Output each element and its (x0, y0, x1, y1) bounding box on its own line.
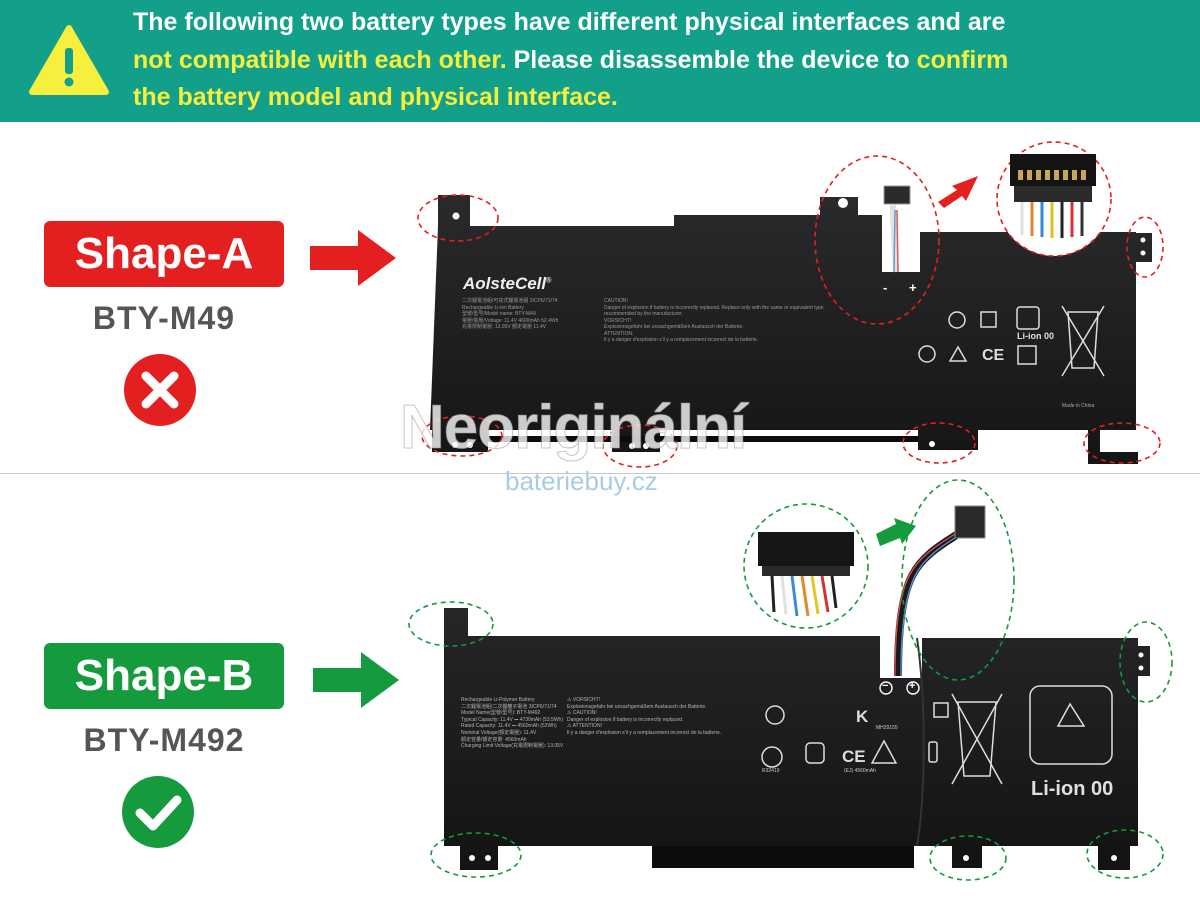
banner-line-2: not compatible with each other. Please d… (133, 42, 1173, 80)
compatible-check-icon (122, 776, 194, 848)
caution-line: Il y a danger d'explosion s'il y a rempl… (567, 729, 722, 736)
banner-line-1: The following two battery types have dif… (133, 8, 1006, 36)
section-divider (0, 473, 1200, 474)
li-ion-label: Li-ion 00 (1031, 778, 1114, 800)
spec-line: Typical Capacity: 11.4V ⎓ 4730mAh (53.5W… (461, 716, 564, 723)
svg-text:K: K (856, 707, 869, 726)
caution-line: CAUTION! (604, 298, 628, 304)
caution-line: ATTENTION: (604, 330, 634, 337)
spec-line: 二次鋰電池組/二次鋰離子電池 3ICP6/71/74 (461, 703, 557, 710)
caution-line: Danger of explosion if battery is incorr… (567, 716, 684, 723)
spec-line: 電壓/電壓/Voltage: 11.4V 4600mAh 52.4Wh (462, 317, 559, 324)
spec-line: Model Name(型號/型号): BTY-M492 (461, 710, 541, 717)
caution-line: ⚠ CAUTION! (567, 710, 597, 717)
spec-line: 額定容量/額定容量: 4560mAh (461, 736, 527, 743)
shape-b-label: Shape-B (44, 643, 284, 709)
warning-triangle-icon (29, 25, 109, 95)
terminal-positive: + (909, 280, 917, 295)
spec-line: Rechargeable Li-Polymer Battery (461, 697, 535, 703)
terminal-negative: − (882, 680, 889, 692)
banner-highlight-1: not compatible with each other. (133, 45, 507, 74)
shape-a-label: Shape-A (44, 221, 284, 287)
li-ion-label: Li-ion 00 (1017, 331, 1055, 341)
caution-line: Explosionsgefahr bei unsachgemäßem Austa… (604, 324, 744, 330)
incompatible-x-icon (124, 354, 196, 426)
spec-line: Charging Limit Voltage(充電限制電壓): 13.05V (461, 743, 564, 750)
spec-line: 二次鋰電池組/可充式鋰電池組 3ICP6/71/74 (462, 298, 558, 304)
registered-mark: ® (546, 277, 552, 285)
spec-line: 充電限制電壓: 13.05V 額定電壓 11.4V (462, 324, 547, 330)
caution-line: Explosionsgefahr bei unsachgemäßem Austa… (567, 703, 707, 710)
battery-a-caution-label: CAUTION! Danger of explosion if battery … (604, 298, 854, 344)
warning-banner: The following two battery types have dif… (0, 0, 1200, 122)
cert-code-3: (EJ) 4560mAh (844, 768, 876, 774)
battery-brand-logo: AolsteCell® (463, 274, 551, 294)
svg-text:CE: CE (842, 747, 866, 766)
made-in-label: Made in China (1062, 403, 1095, 409)
arrow-right-red-icon (310, 230, 396, 286)
banner-message: The following two battery types have dif… (133, 4, 1173, 117)
model-bty-m49: BTY-M49 (92, 300, 236, 336)
caution-line: Danger of explosion if battery is incorr… (604, 304, 824, 318)
cert-code-1: MH29155 (876, 725, 898, 731)
brand-text: AolsteCell (463, 274, 547, 293)
spec-line: Rated Capacity: 11.4V ⎓ 4560mAh (52Wh) (461, 723, 557, 730)
battery-a-spec-label: 二次鋰電池組/可充式鋰電池組 3ICP6/71/74 Rechargeable … (462, 298, 558, 331)
model-bty-m492: BTY-M492 (83, 722, 245, 758)
watermark-text: Neoriginální (399, 393, 747, 463)
spec-line: Rechargeable Li-ion Battery (462, 304, 524, 311)
terminal-negative: - (883, 280, 888, 295)
arrow-right-green-icon (313, 652, 399, 708)
caution-line: VORSICHT! (604, 317, 632, 324)
battery-b-caution-label: ⚠ VORSICHT! Explosionsgefahr bei unsachg… (567, 697, 757, 737)
caution-line: ⚠ ATTENTION! (567, 723, 602, 730)
caution-line: ⚠ VORSICHT! (567, 697, 601, 703)
svg-text:CE: CE (982, 347, 1005, 364)
spec-line: 型號/型号/Model name: BTY-M49 (462, 311, 536, 317)
banner-line-3: the battery model and physical interface… (133, 83, 618, 111)
spec-line: Nominal Voltage(額定電壓): 11.4V (461, 729, 537, 736)
banner-highlight-2: confirm (916, 45, 1009, 74)
cert-code-2: R32419 (762, 768, 780, 774)
battery-b-spec-label: Rechargeable Li-Polymer Battery 二次鋰電池組/二… (461, 697, 563, 750)
watermark-site: bateriebuy.cz (505, 466, 658, 496)
caution-line: Il y a danger d'explosion s'il y a rempl… (604, 337, 759, 343)
banner-line-2-text: Please disassemble the device to (506, 45, 917, 74)
terminal-positive: + (909, 680, 916, 692)
